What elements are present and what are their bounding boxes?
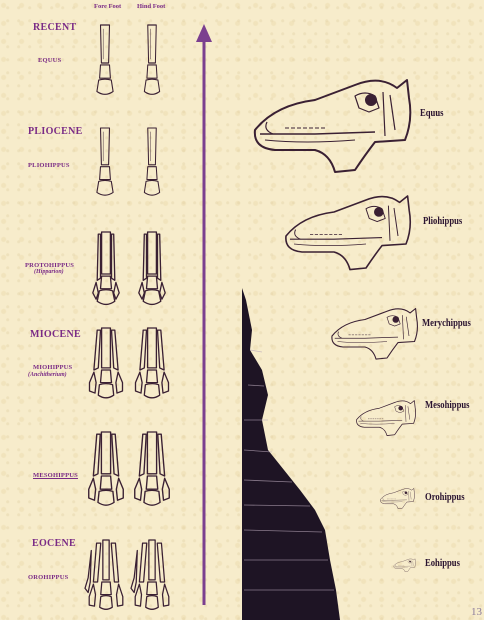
rock-strata [242,288,340,620]
label-merychippus: Merychippus [422,318,471,329]
skull-mesohippus [357,401,416,436]
feet-mesohippus [89,432,170,505]
feet-pliohippus [97,128,160,195]
feet-orohippus [85,540,169,609]
skull-pliohippus [286,196,410,270]
feet-recent [97,25,160,94]
feet-protohippus [93,232,165,304]
skull-equus [255,80,411,172]
label-pliohippus: Pliohippus [423,216,462,227]
skull-merychippus [332,309,418,360]
label-orohippus: Orohippus [425,492,465,503]
page-number: 13 [471,606,482,618]
label-mesohippus: Mesohippus [425,400,470,411]
skull-orohippus [380,488,414,508]
time-arrow [196,24,212,605]
label-equus: Equus [420,108,443,119]
label-eohippus: Eohippus [425,558,460,569]
skull-eohippus [394,559,416,572]
feet-miohippus [90,328,169,398]
